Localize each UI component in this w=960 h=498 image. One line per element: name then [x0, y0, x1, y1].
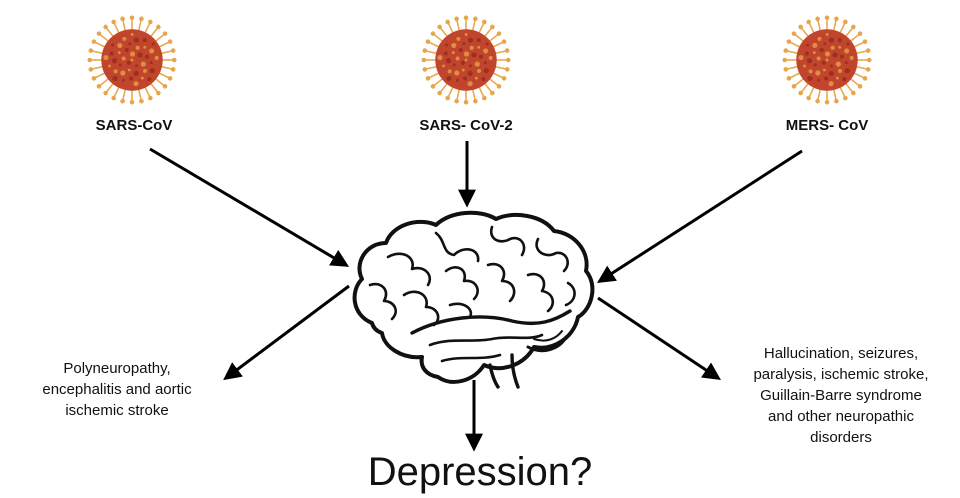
brain-icon [342, 205, 598, 389]
left-effect-line: ischemic stroke [6, 400, 228, 421]
right-effect-line: and other neuropathic [726, 406, 956, 427]
depression-question: Depression? [0, 448, 960, 496]
left-effect-line: Polyneuropathy, [6, 358, 228, 379]
left-effect-line: encephalitis and aortic [6, 379, 228, 400]
arrow-sars-cov-to-brain [150, 149, 346, 265]
arrow-brain-to-right-effects [598, 298, 718, 378]
right-effect-line: Hallucination, seizures, [726, 343, 956, 364]
right-effect-line: Guillain-Barre syndrome [726, 385, 956, 406]
right-effect-line: paralysis, ischemic stroke, [726, 364, 956, 385]
left-effects-text: Polyneuropathy, encephalitis and aortic … [6, 358, 228, 421]
right-effect-line: disorders [726, 427, 956, 448]
arrow-brain-to-left-effects [226, 286, 349, 378]
right-effects-text: Hallucination, seizures, paralysis, isch… [726, 343, 956, 448]
arrow-mers-cov-to-brain [600, 151, 802, 281]
